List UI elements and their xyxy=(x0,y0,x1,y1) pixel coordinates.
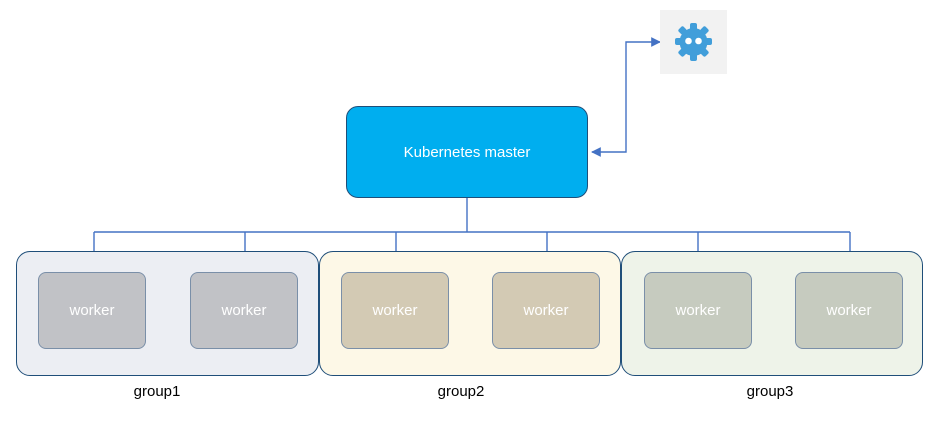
etcd-tile xyxy=(660,10,727,74)
worker-node: worker xyxy=(644,272,752,349)
worker-node: worker xyxy=(492,272,600,349)
worker-label: worker xyxy=(675,302,721,319)
worker-label: worker xyxy=(372,302,418,319)
worker-node: worker xyxy=(795,272,903,349)
group-3-label: group3 xyxy=(746,383,794,400)
worker-node: worker xyxy=(341,272,449,349)
master-label: Kubernetes master xyxy=(403,143,531,161)
worker-node: worker xyxy=(38,272,146,349)
group-2-label: group2 xyxy=(437,383,485,400)
group-1-label: group1 xyxy=(133,383,181,400)
worker-label: worker xyxy=(826,302,872,319)
worker-label: worker xyxy=(523,302,569,319)
kubernetes-master-node: Kubernetes master xyxy=(346,106,588,198)
master-etcd-connector xyxy=(591,37,661,157)
worker-label: worker xyxy=(221,302,267,319)
etcd-logo-icon xyxy=(675,23,712,61)
worker-label: worker xyxy=(69,302,115,319)
worker-node: worker xyxy=(190,272,298,349)
